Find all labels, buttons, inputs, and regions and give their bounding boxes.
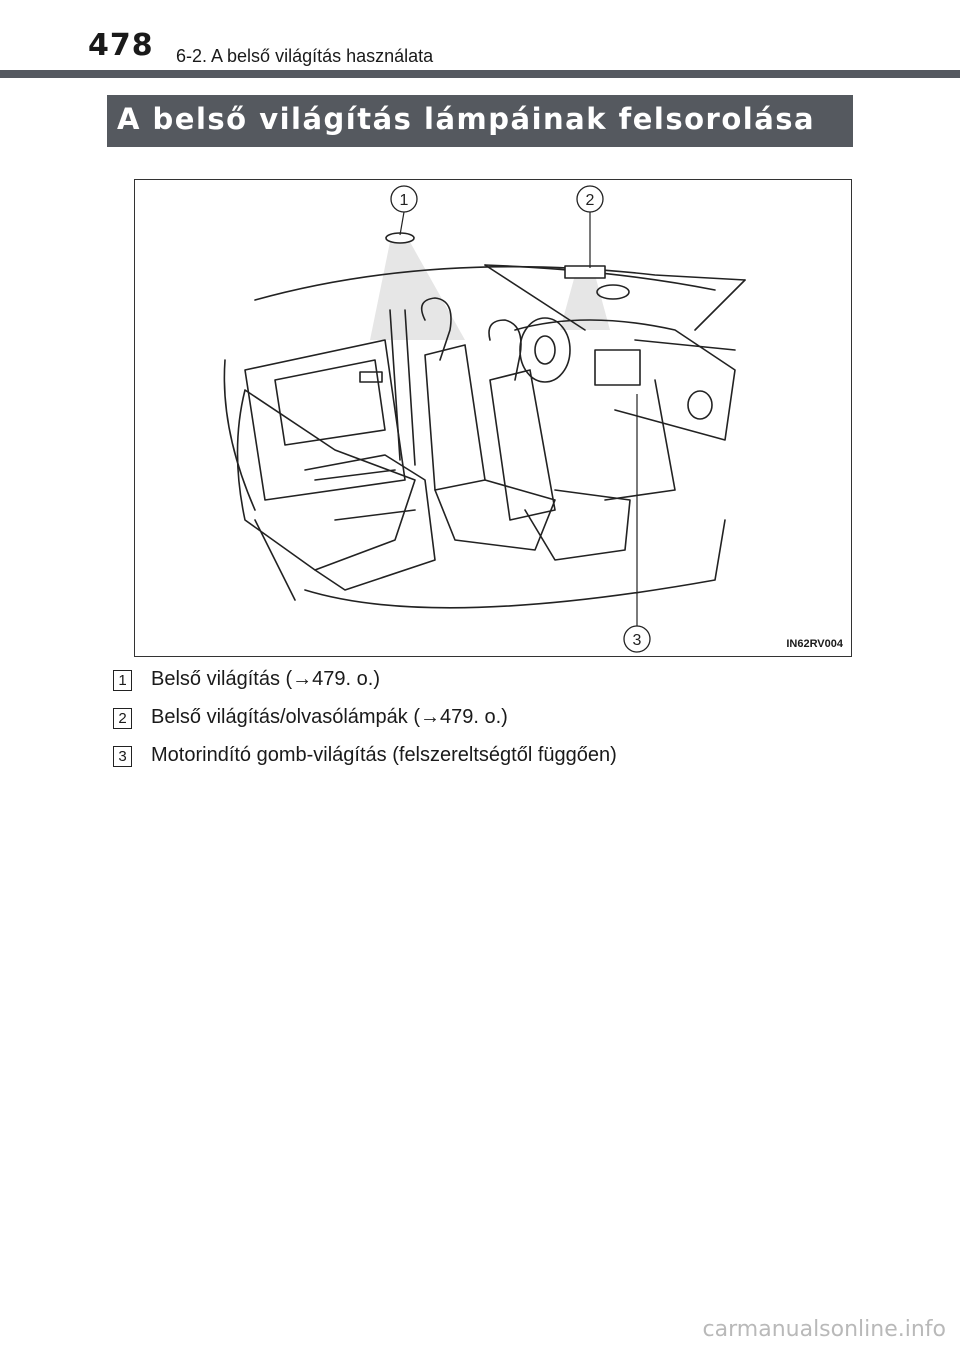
legend-text: Belső világítás/olvasólámpák (→479. o.) <box>151 706 508 728</box>
car-interior-illustration: 1 2 3 <box>223 185 746 653</box>
legend: 1 Belső világítás (→479. o.) 2 Belső vil… <box>113 668 853 782</box>
section-path: 6-2. A belső világítás használata <box>176 46 434 66</box>
legend-item: 2 Belső világítás/olvasólámpák (→479. o.… <box>113 706 853 744</box>
car-interior-figure: 1 2 3 IN62RV004 <box>134 179 852 657</box>
callout-3: 3 <box>633 632 642 649</box>
page-number: 478 <box>88 28 154 63</box>
section-title: A belső világítás lámpáinak felsorolása <box>117 102 816 136</box>
legend-item: 1 Belső világítás (→479. o.) <box>113 668 853 706</box>
legend-item: 3 Motorindító gomb-világítás (felszerelt… <box>113 744 853 782</box>
legend-number: 1 <box>113 670 132 691</box>
footer-watermark: carmanualsonline.info <box>702 1317 946 1342</box>
legend-text: Motorindító gomb-világítás (felszereltsé… <box>151 744 617 766</box>
legend-number: 2 <box>113 708 132 729</box>
header-rule <box>0 70 960 78</box>
legend-number: 3 <box>113 746 132 767</box>
figure-code: IN62RV004 <box>786 638 843 650</box>
section-title-bar: A belső világítás lámpáinak felsorolása <box>107 95 853 147</box>
callout-1: 1 <box>400 192 409 209</box>
callout-2: 2 <box>586 192 595 209</box>
legend-text: Belső világítás (→479. o.) <box>151 668 380 690</box>
